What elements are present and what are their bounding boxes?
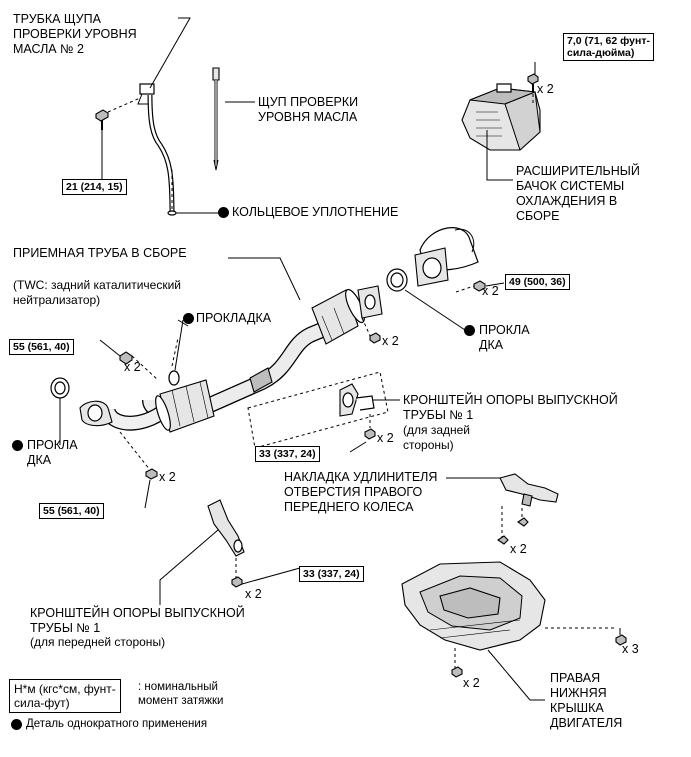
rear-exhaust-flange-drawing [386,227,505,331]
torque-box-front-bracket-bolt: 33 (337, 24) [299,566,364,582]
single-use-dot-gasket-center [183,313,194,324]
torque-box-dipstick-tube: 21 (214, 15) [62,179,127,195]
qty-rear-bracket-bolt: x 2 [377,431,394,445]
label-gasket-right: ПРОКЛА ДКА [479,323,530,352]
coolant-reservoir-drawing [461,62,541,181]
qty-flange-nuts: x 2 [382,334,399,348]
label-front-pipe: ПРИЕМНАЯ ТРУБА В СБОРЕ [13,246,187,260]
torque-box-front-pipe-bolt: 55 (561, 40) [9,339,74,355]
legend-single-use: Деталь однократного применения [26,718,208,730]
label-gasket-left: ПРОКЛА ДКА [27,438,78,467]
label-coolant-reservoir: РАСШИРИТЕЛЬНЫЙ БАЧОК СИСТЕМЫ ОХЛАЖДЕНИЯ … [516,164,640,223]
wheel-opening-cover-drawing [446,473,559,545]
torque-box-front-lower-nut: 55 (561, 40) [39,503,104,519]
torque-box-rear-bracket-bolt: 33 (337, 24) [255,446,320,462]
single-use-dot-o-ring [218,207,229,218]
label-rear-bracket: КРОНШТЕЙН ОПОРЫ ВЫПУСКНОЙ ТРУБЫ № 1 [403,393,618,422]
tube-bolt [95,97,141,180]
label-front-bracket: КРОНШТЕЙН ОПОРЫ ВЫПУСКНОЙ ТРУБЫ № 1 [30,606,245,635]
label-front-pipe-note: (TWC: задний каталитический нейтрализато… [13,278,181,307]
gasket-center [168,370,180,386]
single-use-dot-gasket-left [12,440,23,451]
qty-wheel-cover-clip: x 2 [510,542,527,556]
legend-single-use-dot [11,719,22,730]
qty-rear-flange: x 2 [482,284,499,298]
legend-unit-box: Н*м (кгс*см, фунт- сила-фут) [9,679,121,713]
qty-front-pipe-bolt: x 2 [124,360,141,374]
qty-under-cover-left: x 2 [463,676,480,690]
label-oil-dipstick-tube: ТРУБКА ЩУПА ПРОВЕРКИ УРОВНЯ МАСЛА № 2 [13,12,137,56]
label-oil-dipstick: ЩУП ПРОВЕРКИ УРОВНЯ МАСЛА [258,95,359,124]
qty-coolant-tank: x 2 [537,82,554,96]
qty-front-bracket-bolt: x 2 [245,587,262,601]
label-rear-bracket-note: (для задней стороны) [403,423,471,452]
legend-unit-desc: : номинальный момент затяжки [138,681,224,707]
label-o-ring: КОЛЬЦЕВОЕ УПЛОТНЕНИЕ [232,205,399,219]
label-engine-under-cover: ПРАВАЯ НИЖНЯЯ КРЫШКА ДВИГАТЕЛЯ [550,671,623,730]
single-use-dot-gasket-right [464,325,475,336]
gasket-center-leader [174,319,184,371]
oil-dipstick-drawing [212,67,255,171]
label-wheel-opening-cover: НАКЛАДКА УДЛИНИТЕЛЯ ОТВЕРСТИЯ ПРАВОГО ПЕ… [284,470,438,514]
label-front-bracket-note: (для передней стороны) [30,635,166,649]
qty-under-cover-right: x 3 [622,642,639,656]
label-gasket-center: ПРОКЛАДКА [196,311,272,325]
torque-box-rear-flange: 49 (500, 36) [505,274,570,290]
engine-under-cover-drawing [401,561,627,701]
front-bracket-drawing [159,499,301,605]
torque-box-coolant-tank: 7,0 (71, 62 фунт- сила-дюйма) [563,33,654,61]
front-pipe-drawing [50,257,383,509]
qty-front-lower-nut: x 2 [159,470,176,484]
rear-bracket-drawing [247,371,400,453]
